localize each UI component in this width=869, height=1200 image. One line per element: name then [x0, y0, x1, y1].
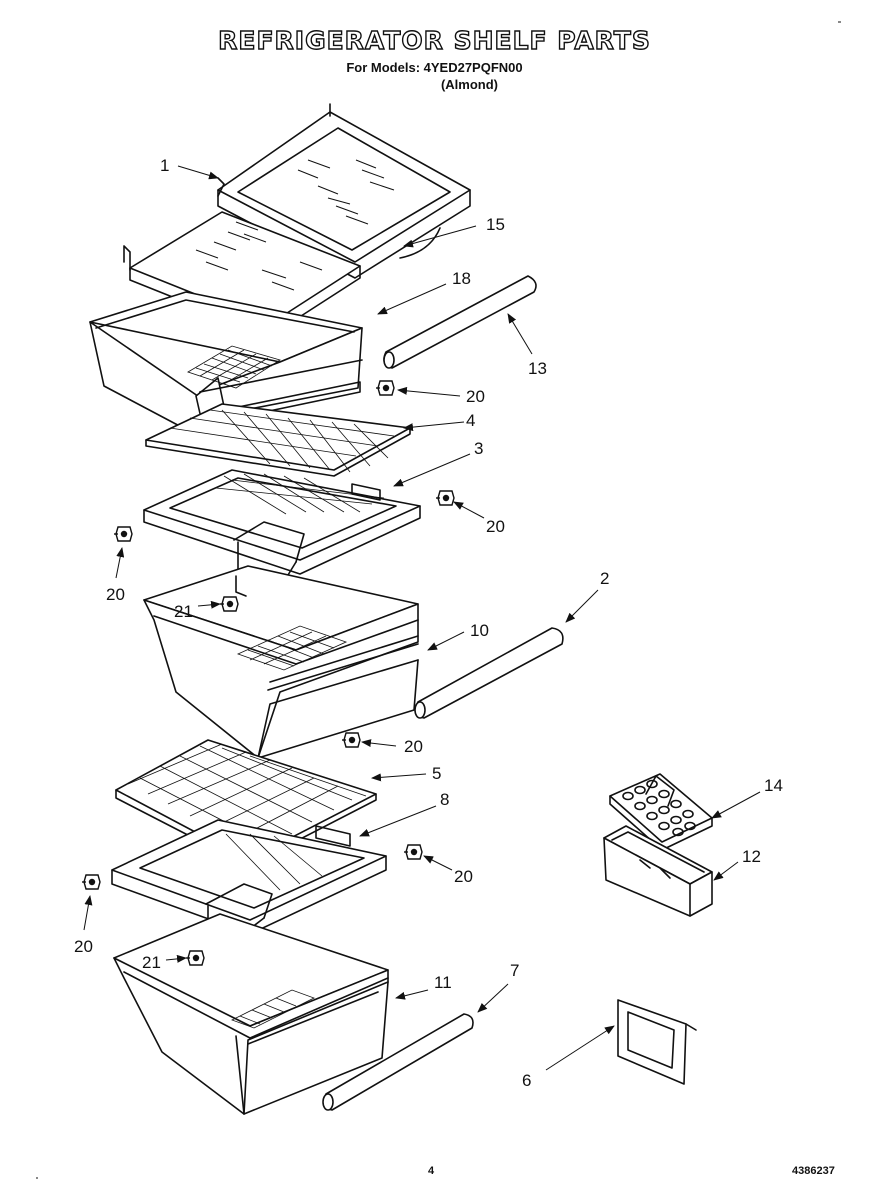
callout-1: 1	[160, 156, 169, 175]
callout-10: 10	[470, 621, 489, 640]
model-line: For Models: 4YED27PQFN00	[346, 60, 523, 75]
part-7-front-trim	[322, 1013, 474, 1111]
fastener-21	[185, 950, 205, 966]
callout-2: 2	[600, 569, 609, 588]
callout-6: 6	[522, 1071, 531, 1090]
callout-20: 20	[466, 387, 485, 406]
callout-20: 20	[486, 517, 505, 536]
color-line: (Almond)	[440, 77, 499, 92]
fastener-21	[219, 596, 239, 612]
leader-lines	[83, 165, 761, 1071]
callout-15: 15	[486, 215, 505, 234]
part-1-glass-shelf	[217, 103, 471, 279]
page-number: 4	[428, 1165, 435, 1177]
part-10-crisper-pan	[143, 565, 419, 759]
part-8-cover-frame	[111, 819, 387, 939]
part-11-crisper-pan	[113, 913, 389, 1115]
callout-20: 20	[106, 585, 125, 604]
callout-4: 4	[466, 411, 475, 430]
callout-11: 11	[434, 973, 452, 992]
part-6-label-holder	[617, 999, 697, 1085]
page-title: REFRIGERATOR SHELF PARTS	[217, 25, 651, 55]
document-number: 4386237	[792, 1165, 835, 1177]
callout-14: 14	[764, 776, 783, 795]
callout-18: 18	[452, 269, 471, 288]
part-13-front-trim	[383, 275, 537, 369]
callout-5: 5	[432, 764, 441, 783]
part-3-cover-frame	[143, 469, 421, 589]
fastener-20	[113, 526, 133, 542]
part-2-front-trim	[414, 627, 564, 719]
fastener-20	[435, 490, 455, 506]
callout-21: 21	[174, 602, 193, 621]
callout-7: 7	[510, 961, 519, 980]
fastener-20	[341, 732, 361, 748]
fastener-20	[81, 874, 101, 890]
part-12-egg-bin	[603, 825, 713, 917]
callout-3: 3	[474, 439, 483, 458]
callout-20: 20	[74, 937, 93, 956]
callout-20: 20	[454, 867, 473, 886]
callout-20: 20	[404, 737, 423, 756]
callout-21: 21	[142, 953, 161, 972]
callout-13: 13	[528, 359, 547, 378]
callout-12: 12	[742, 847, 761, 866]
fastener-20	[375, 380, 395, 396]
fastener-20	[403, 844, 423, 860]
callout-8: 8	[440, 790, 449, 809]
